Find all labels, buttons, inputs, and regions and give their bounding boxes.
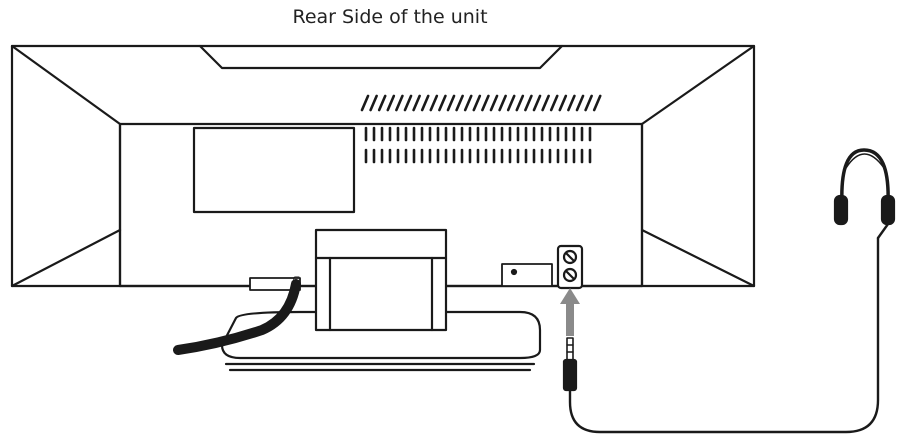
vent-slot (592, 94, 602, 112)
vent-slot (515, 94, 525, 112)
power-cable-icon: ⊂ (173, 274, 301, 355)
power-switch (501, 263, 553, 287)
vent-slot (446, 94, 456, 112)
vent-slot (506, 94, 516, 112)
vent-slot (541, 94, 550, 112)
headphones-icon (833, 148, 896, 240)
vent-slot (455, 94, 464, 112)
vent-slot (549, 94, 559, 112)
vent-slot (386, 94, 396, 112)
vent-slot (481, 94, 490, 112)
svg-text:⊂: ⊂ (292, 274, 300, 285)
vent-slot (575, 94, 585, 112)
diagram-title: Rear Side of the unit (292, 6, 488, 28)
headphone-port-icon (556, 244, 584, 290)
audio-jack-icon (562, 236, 880, 434)
vent-slot (489, 94, 499, 112)
vent-slot (584, 94, 593, 112)
vent-slot (567, 94, 576, 112)
vent-slot (498, 94, 507, 112)
vent-slot (429, 94, 439, 112)
vent-slot (438, 94, 447, 112)
insert-arrow (560, 288, 580, 336)
vent-slot (395, 94, 404, 112)
vent-slot (532, 94, 542, 112)
monitor-stand (220, 228, 542, 372)
monitor-body (10, 44, 756, 288)
vent-slot (558, 94, 568, 112)
vent-slot (369, 94, 378, 112)
vent-slot (403, 94, 413, 112)
vent-slot (472, 94, 482, 112)
vent-slot (377, 94, 387, 112)
vent-slot (360, 94, 370, 112)
vent-slot (463, 94, 473, 112)
label-area (192, 126, 356, 214)
vent-slot (420, 94, 430, 112)
vent-slot (524, 94, 533, 112)
vent-slot (412, 94, 421, 112)
ventilation-slots-icon (360, 94, 602, 164)
